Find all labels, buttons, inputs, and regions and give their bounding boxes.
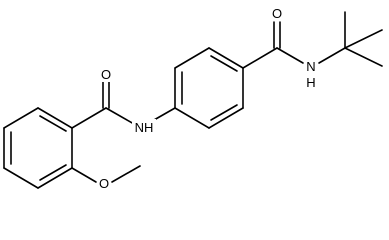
tbutyl-amide-carbonyl [242,21,304,69]
bond [71,167,97,183]
hydrogen-atom-label: H [306,75,315,90]
bond [3,167,39,189]
bond [174,107,210,129]
bond [37,167,73,189]
bond [111,165,141,183]
atom-label-tbutyl-nitrogen: N H [304,58,318,90]
chemical-structure: O NH O N H O [3,5,383,191]
atom-label-tbutyl-oxygen: O [271,5,283,21]
atom-label-anilide-nitrogen: NH [132,119,156,135]
nitrogen-hydrogen-atom-label: NH [135,120,154,135]
benzamide-carbonyl [71,81,135,129]
methoxy-group [71,165,141,183]
aromatic-double-bond [39,115,67,132]
bond [344,29,383,49]
bond [105,107,135,125]
aromatic-double-bond [210,55,238,72]
tert-butyl-group [318,11,383,67]
bond [208,107,244,129]
oxygen-atom-label: O [99,176,109,191]
nitrogen-atom-label: N [306,59,315,74]
atom-label-benzamide-oxygen: O [100,66,112,82]
bond [3,107,39,129]
bond [208,47,244,69]
bond [276,47,304,64]
bond [37,107,73,129]
bond [344,47,383,67]
methoxyphenyl-ring [3,107,73,189]
bond [153,107,176,121]
bond [242,47,278,69]
phenylene-ring [174,47,244,129]
bond [71,107,107,129]
bond [318,47,346,64]
bond [174,47,210,69]
aromatic-double-bond [39,164,67,181]
atom-label-methoxy-oxygen: O [98,175,110,191]
oxygen-atom-label: O [101,67,111,82]
oxygen-atom-label: O [272,6,282,21]
aromatic-double-bond [210,104,238,121]
